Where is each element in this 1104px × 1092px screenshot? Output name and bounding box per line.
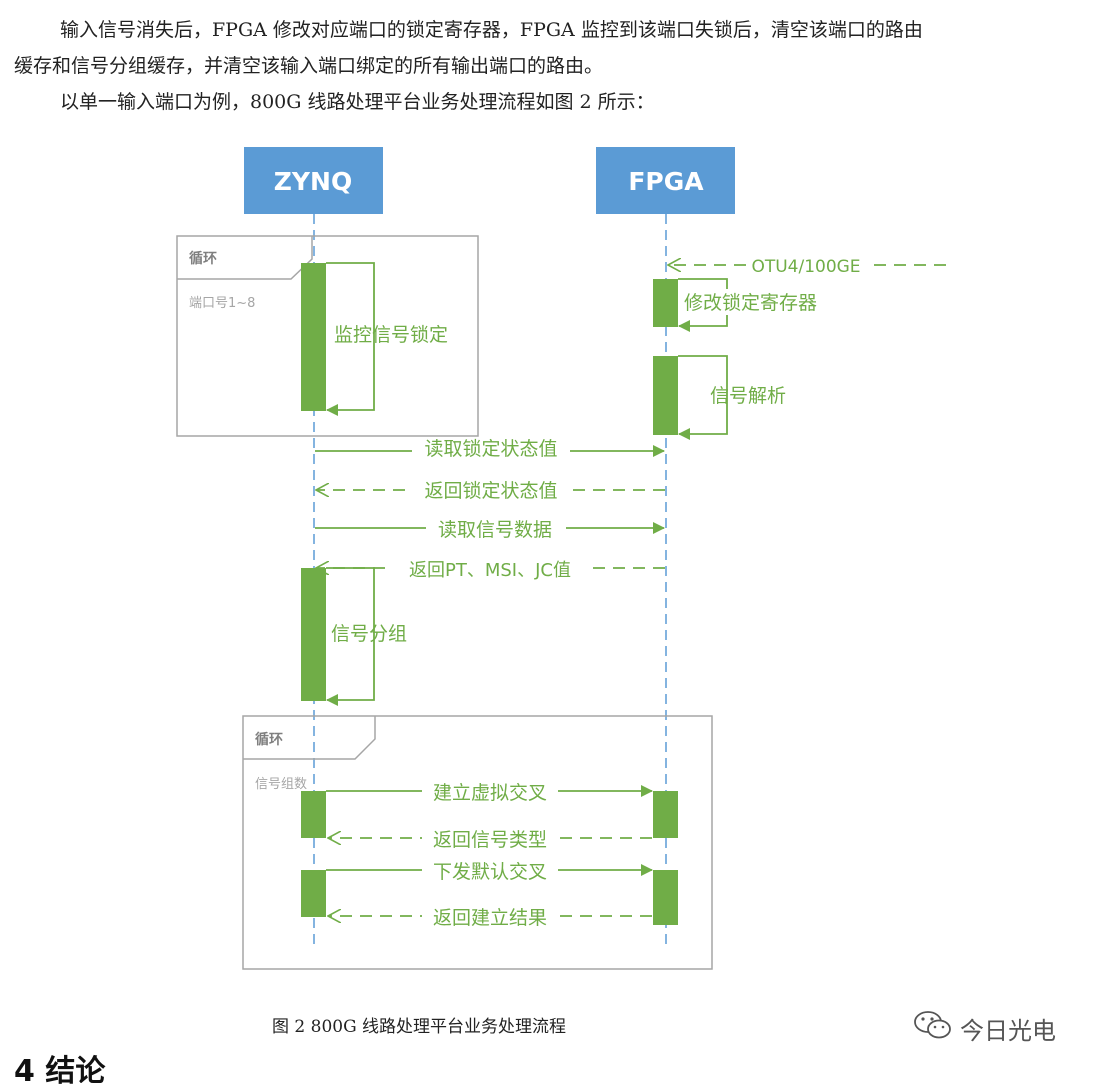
message-return-pt-label: 返回PT、MSI、JC值 [409,560,571,581]
zynq-header: ZYNQ [244,147,383,214]
message-return-lock-label: 返回锁定状态值 [424,480,557,502]
message-read-signal: 读取信号数据 [315,516,665,542]
loop-1-tag: 循环 [189,250,217,267]
self-call-monitor-label: 监控信号锁定 [334,324,448,346]
watermark: 今日光电 [912,1008,1056,1048]
paragraph-line-2: 缓存和信号分组缓存，并清空该输入端口绑定的所有输出端口的路由。 [14,55,604,77]
zynq-activation-default [301,870,326,917]
zynq-header-label: ZYNQ [274,167,352,196]
paragraph-line-1: 输入信号消失后，FPGA 修改对应端口的锁定寄存器，FPGA 监控到该端口失锁后… [60,19,923,41]
self-call-group-label: 信号分组 [331,623,407,645]
message-read-lock-label: 读取锁定状态值 [424,438,557,460]
message-read-lock: 读取锁定状态值 [315,437,665,463]
fpga-activation-default [653,870,678,925]
message-return-result-label: 返回建立结果 [433,907,547,929]
loop-frame-1: 循环 端口号1~8 [176,235,479,437]
zynq-activation-build [301,791,326,838]
loop-2-tag: 循环 [255,731,283,748]
message-return-lock: 返回锁定状态值 [316,477,665,503]
loop-2-condition: 信号组数 [255,777,307,792]
message-otu-label: OTU4/100GE [751,257,860,277]
figure-caption: 图 2 800G 线路处理平台业务处理流程 [272,1017,567,1037]
fpga-header: FPGA [596,147,735,214]
paragraph-line-3: 以单一输入端口为例，800G 线路处理平台业务处理流程如图 2 所示： [60,91,655,113]
fpga-activation-build [653,791,678,838]
message-return-type: 返回信号类型 [328,826,652,852]
self-call-parse: 信号解析 [653,355,786,440]
self-call-parse-label: 信号解析 [710,385,786,407]
self-call-modify: 修改锁定寄存器 [653,278,841,332]
message-return-type-label: 返回信号类型 [433,829,547,851]
message-send-default: 下发默认交叉 [326,858,653,884]
self-call-monitor: 监控信号锁定 [301,262,448,416]
wechat-icon [912,1008,954,1048]
loop-frame-2: 循环 信号组数 [242,715,713,970]
loop-1-condition: 端口号1~8 [189,296,255,311]
section-heading: 4 结论 [14,1054,106,1089]
fpga-header-label: FPGA [628,167,704,196]
intro-paragraph: 输入信号消失后，FPGA 修改对应端口的锁定寄存器，FPGA 监控到该端口失锁后… [14,12,1094,120]
watermark-text: 今日光电 [960,1016,1056,1045]
message-build-cross: 建立虚拟交叉 [326,779,653,805]
message-build-cross-label: 建立虚拟交叉 [433,782,547,804]
self-call-group: 信号分组 [301,567,407,706]
message-read-signal-label: 读取信号数据 [438,519,552,541]
message-otu: OTU4/100GE [668,253,946,277]
self-call-modify-label: 修改锁定寄存器 [684,292,817,314]
message-return-pt: 返回PT、MSI、JC值 [316,556,665,582]
message-return-result: 返回建立结果 [328,904,652,930]
message-send-default-label: 下发默认交叉 [433,861,547,883]
